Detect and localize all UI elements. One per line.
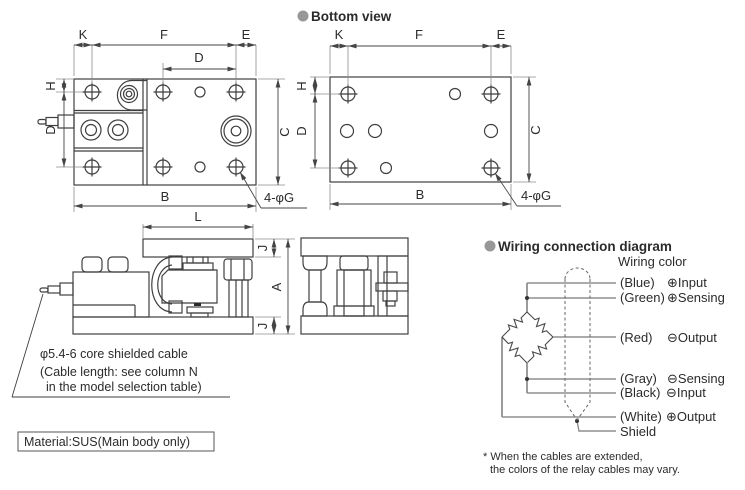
cable-loop-outer	[151, 256, 173, 313]
cable-note-line2: (Cable length: see column N	[40, 365, 198, 379]
wire-color-black: (Black)	[620, 385, 660, 400]
dim-label-b: B	[416, 187, 425, 202]
cable-gland	[59, 282, 74, 296]
bottom-view-drawing: Bottom view	[294, 9, 561, 210]
dim-label-f: F	[160, 27, 168, 42]
dim-label-c: C	[277, 127, 292, 136]
material-note: Material:SUS(Main body only)	[17, 431, 215, 452]
dim-label-b: B	[161, 189, 170, 204]
wire-signal-sensing-plus: ⊕Sensing	[667, 290, 725, 305]
dim-label-d: D	[294, 126, 309, 135]
dim-label-e: E	[497, 27, 506, 42]
top-plate	[142, 238, 254, 258]
wiring-title: Wiring connection diagram	[498, 239, 672, 254]
material-text: Material:SUS(Main body only)	[24, 435, 190, 449]
side-view-drawing: L J A J φ5.4-6 core shielded cable (Cabl…	[11, 209, 295, 398]
dim-label-d-left: D	[43, 125, 58, 134]
center-cap	[339, 255, 369, 271]
dim-label-e: E	[242, 27, 251, 42]
dim-label-k: K	[79, 27, 88, 42]
spring-element	[161, 269, 218, 304]
side-view-dimensions: L J A J	[142, 209, 295, 335]
top-view-dimensions: K F E D H D C B 4-φG	[43, 27, 307, 212]
pin-shaft	[308, 269, 322, 303]
wire-labels: (Blue) ⊕Input (Green) ⊕Sensing (Red) ⊖Ou…	[620, 275, 725, 439]
cable-loop-inner	[157, 264, 173, 305]
lead-wires	[502, 282, 616, 432]
wire-signal-input-minus: ⊖Input	[666, 385, 706, 400]
dim-label-f: F	[415, 27, 423, 42]
mount-hole-crosshair	[337, 83, 359, 105]
holes-leader	[239, 171, 262, 209]
bolt-head	[80, 119, 102, 141]
dim-label-h: H	[294, 81, 309, 90]
wire-signal-output-minus: ⊖Output	[667, 330, 717, 345]
check-bolt-shaft	[228, 279, 249, 318]
bottom-plate	[300, 315, 409, 335]
wire-color-gray: (Gray)	[620, 371, 657, 386]
pin-top-cap	[302, 255, 328, 271]
wire-color-blue: (Blue)	[620, 275, 655, 290]
dim-label-k: K	[335, 27, 344, 42]
cable-note-line1: φ5.4-6 core shielded cable	[40, 347, 188, 361]
footnote-line2: the colors of the relay cables may vary.	[490, 464, 680, 476]
gauge-mark	[194, 303, 201, 306]
dim-label-j-bottom: J	[255, 323, 270, 330]
wire-signal-input-plus: ⊕Input	[667, 275, 707, 290]
wire-color-white: (White)	[620, 409, 662, 424]
cable-gland	[57, 114, 75, 129]
center-block	[336, 269, 372, 307]
dim-label-h: H	[43, 81, 58, 90]
pin-bottom-cap	[302, 301, 328, 317]
cable-note-line3: in the model selection table)	[46, 380, 202, 394]
check-bolt-head	[383, 271, 398, 284]
side-plate	[377, 255, 409, 317]
lower-bolt	[186, 306, 214, 314]
dim-label-j-top: J	[255, 245, 270, 252]
section-bullet-icon	[297, 10, 309, 22]
wheatstone-bridge	[498, 283, 557, 417]
dim-label-d-top: D	[194, 50, 203, 65]
through-hole	[194, 86, 206, 98]
bolt-housing-arc	[116, 79, 147, 111]
wiring-diagram: Wiring connection diagram Wiring color	[483, 239, 725, 476]
wire-signal-sensing-minus: ⊖Sensing	[667, 371, 725, 386]
bolt-ring	[119, 84, 139, 104]
center-foot	[333, 305, 375, 317]
dim-label-l: L	[194, 209, 201, 224]
cable-sheath-outline	[564, 267, 591, 421]
footnote-line1: * When the cables are extended,	[483, 451, 643, 463]
wire-color-red: (Red)	[620, 330, 653, 345]
mount-hole-crosshair	[81, 81, 103, 103]
dim-label-c: C	[528, 125, 543, 134]
bottom-plate	[72, 316, 254, 335]
section-bullet-icon	[484, 240, 496, 252]
top-view-drawing: K F E D H D C B 4-φG	[37, 27, 307, 212]
check-bolt-nut	[223, 258, 253, 281]
body-block	[72, 271, 150, 318]
load-button-hole	[220, 115, 252, 147]
load-button-washer	[182, 262, 214, 271]
bolt-cap	[81, 256, 103, 273]
holes-label: 4-φG	[521, 188, 551, 203]
shield-label: Shield	[620, 424, 656, 439]
bottom-view-dimensions: K F E H D C B 4-φG	[294, 27, 561, 210]
cable-note-leader	[11, 293, 230, 398]
dim-label-a: A	[269, 282, 284, 291]
top-plate	[300, 237, 409, 257]
wire-signal-output-plus: ⊕Output	[666, 409, 716, 424]
through-hole	[448, 87, 462, 101]
holes-leader	[494, 172, 518, 207]
wiring-color-label: Wiring color	[618, 254, 687, 269]
bottom-view-title: Bottom view	[311, 9, 392, 24]
wire-color-green: (Green)	[620, 290, 665, 305]
end-view-drawing	[300, 237, 409, 335]
holes-label: 4-φG	[264, 190, 294, 205]
